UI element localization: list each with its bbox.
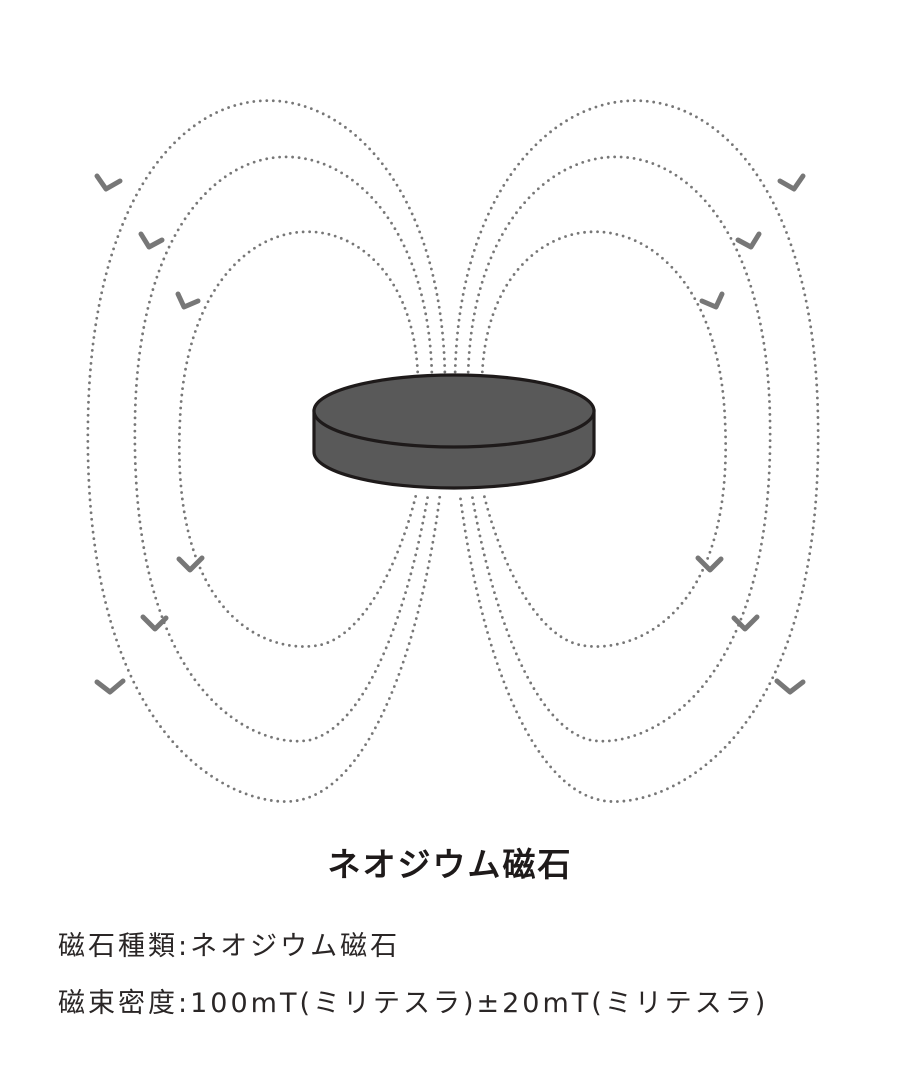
chevron-down-icon xyxy=(774,678,806,695)
chevron-down-icon xyxy=(731,614,760,632)
chevron-down-icon xyxy=(138,231,165,250)
spec-separator: : xyxy=(178,931,191,962)
magnetic-field-diagram xyxy=(86,99,820,803)
chevron-down-icon xyxy=(94,678,126,695)
spec-label: 磁石種類 xyxy=(58,931,178,962)
field-line-right-outer xyxy=(453,99,820,803)
arrows xyxy=(94,173,806,695)
field-lines xyxy=(86,99,820,803)
spec-value: ネオジウム磁石 xyxy=(190,931,401,962)
field-line-left-inner xyxy=(177,230,420,648)
chevron-down-icon xyxy=(140,614,169,632)
chevron-down-icon xyxy=(695,555,724,573)
spec-value: 100mT(ミリテスラ)±20mT(ミリテスラ) xyxy=(190,988,769,1019)
spec-row-magnet-type: 磁石種類:ネオジウム磁石 xyxy=(58,924,400,963)
spec-row-flux-density: 磁束密度:100mT(ミリテスラ)±20mT(ミリテスラ) xyxy=(58,981,768,1020)
chevron-down-icon xyxy=(94,173,123,192)
chevron-down-icon xyxy=(735,231,762,250)
field-line-right-inner xyxy=(480,230,728,648)
spec-label: 磁束密度 xyxy=(58,988,178,1019)
chevron-down-icon xyxy=(176,555,205,573)
chevron-down-icon xyxy=(175,291,201,310)
spec-separator: : xyxy=(178,988,191,1019)
field-line-left-middle xyxy=(133,155,434,743)
magnet-top xyxy=(312,373,596,449)
chevron-down-icon xyxy=(777,173,806,192)
field-line-right-middle xyxy=(466,155,772,743)
chevron-down-icon xyxy=(699,291,725,310)
diagram-caption: ネオジウム磁石 xyxy=(327,845,573,884)
neodymium-magnet xyxy=(312,373,596,490)
